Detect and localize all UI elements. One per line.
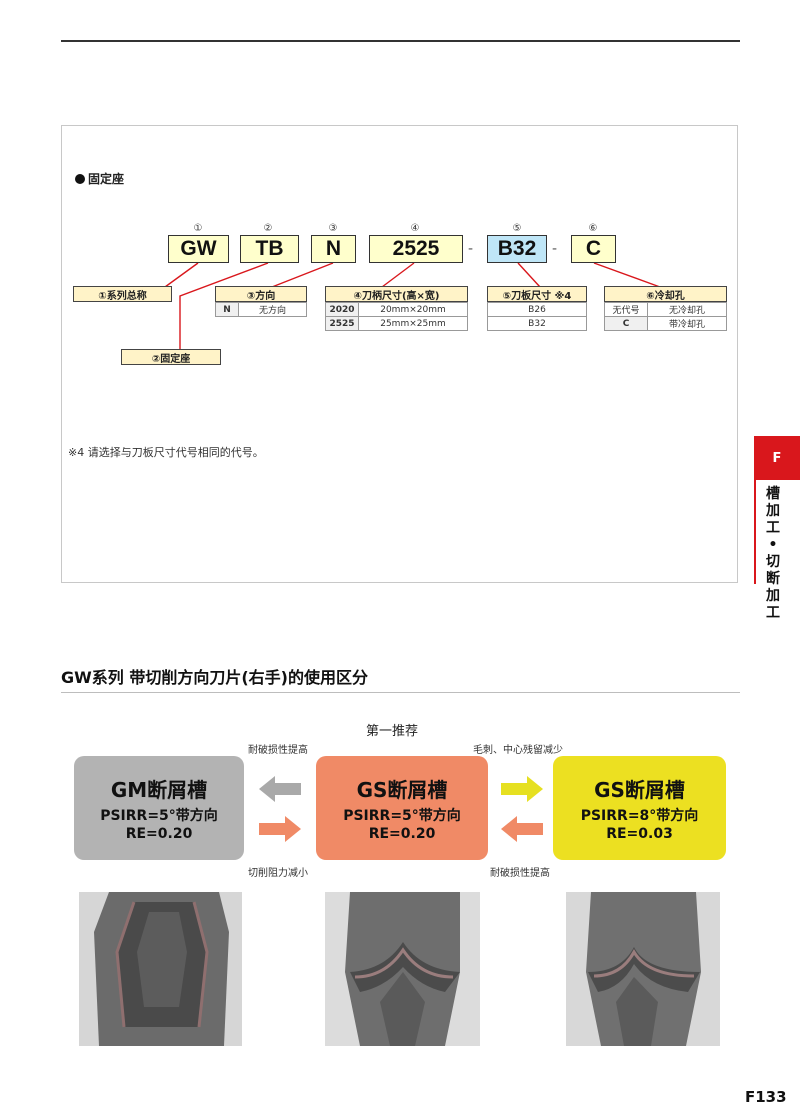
table-cell: 20mm×20mm: [358, 302, 468, 317]
table-cell: 无代号: [604, 302, 648, 317]
note-bottom-right: 耐破损性提高: [490, 868, 550, 879]
label-series: ①系列总称: [73, 286, 172, 302]
table-cell: B26: [487, 302, 587, 317]
table-cell: 无冷却孔: [647, 302, 727, 317]
chipbreaker-card-gs8: GS断屑槽 PSIRR=8°带方向 RE=0.03: [553, 756, 726, 860]
code-box-blade: B32: [487, 235, 547, 263]
label-shank: ④刀柄尺寸(高×宽): [325, 286, 468, 302]
connector-blade: [517, 262, 541, 288]
code-dash-2: -: [552, 241, 558, 257]
table-cell: N: [215, 302, 239, 317]
gs5-insert-photo: [325, 892, 480, 1046]
card-title: GM断屑槽: [110, 778, 208, 802]
table-cell: 2020: [325, 302, 359, 317]
table-row: B32: [487, 316, 587, 331]
card-line1: PSIRR=5°带方向: [343, 808, 461, 824]
code-num-5: ⑤: [512, 223, 522, 234]
arrow-right-icon: [501, 776, 543, 802]
arrow-left-icon: [259, 776, 301, 802]
first-recommendation: 第一推荐: [366, 724, 419, 739]
card-title: GS断屑槽: [594, 778, 685, 802]
code-num-2: ②: [263, 223, 273, 234]
table-cell: 无方向: [238, 302, 307, 317]
code-num-6: ⑥: [588, 223, 598, 234]
card-line2: RE=0.03: [606, 826, 673, 842]
code-box-series: GW: [168, 235, 229, 263]
side-tab-text: 槽加工•切断加工: [766, 486, 780, 621]
note-top-left: 耐破损性提高: [248, 745, 308, 756]
side-tab-rule: [754, 480, 756, 584]
note-top-right: 毛刺、中心残留减少: [473, 745, 563, 756]
section2-title: GW系列 带切削方向刀片(右手)的使用区分: [61, 668, 368, 687]
connector-shank: [381, 262, 415, 288]
connector-series: [120, 262, 199, 288]
label-direction: ③方向: [215, 286, 307, 302]
code-panel: [61, 125, 738, 583]
top-rule: [61, 40, 740, 42]
card-line2: RE=0.20: [125, 826, 193, 842]
table-cell: 25mm×25mm: [358, 316, 468, 331]
label-holder: ②固定座: [121, 349, 221, 365]
gs8-insert-photo: [566, 892, 720, 1046]
table-row: B26: [487, 302, 587, 317]
code-box-holder: TB: [240, 235, 299, 263]
code-box-direction: N: [311, 235, 356, 263]
side-tab-letter: F: [754, 436, 800, 480]
card-title: GS断屑槽: [356, 778, 448, 802]
table-cell: B32: [487, 316, 587, 331]
bullet-icon: [75, 174, 85, 184]
code-num-3: ③: [328, 223, 338, 234]
label-coolant: ⑥冷却孔: [604, 286, 727, 302]
code-box-shank: 2525: [369, 235, 463, 263]
gm-insert-photo: [79, 892, 242, 1046]
table-cell: C: [604, 316, 648, 331]
label-blade: ⑤刀板尺寸 ※4: [487, 286, 587, 302]
table-row: 无代号无冷却孔: [604, 302, 727, 317]
code-dash-1: -: [468, 241, 474, 257]
note-bottom-left: 切削阻力减小: [248, 868, 308, 879]
connector-coolant: [593, 262, 661, 288]
table-cell: 2525: [325, 316, 359, 331]
section-heading-text: 固定座: [88, 172, 125, 186]
footnote: ※4 请选择与刀板尺寸代号相同的代号。: [68, 446, 264, 459]
connector-direction: [271, 262, 334, 288]
blade-table: B26 B32: [487, 302, 587, 331]
page-number: F133: [745, 1088, 787, 1106]
code-box-coolant: C: [571, 235, 616, 263]
code-num-4: ④: [410, 223, 420, 234]
arrow-left-icon: [501, 816, 543, 842]
chipbreaker-card-gm: GM断屑槽 PSIRR=5°带方向 RE=0.20: [74, 756, 244, 860]
table-cell: 带冷却孔: [647, 316, 727, 331]
arrow-right-icon: [259, 816, 301, 842]
section2-rule: [61, 692, 740, 693]
card-line2: RE=0.20: [368, 826, 436, 842]
section-heading: 固定座: [75, 170, 124, 187]
card-line1: PSIRR=5°带方向: [100, 808, 218, 824]
card-line1: PSIRR=8°带方向: [580, 808, 699, 824]
code-num-1: ①: [193, 223, 203, 234]
chipbreaker-card-gs5: GS断屑槽 PSIRR=5°带方向 RE=0.20: [316, 756, 488, 860]
